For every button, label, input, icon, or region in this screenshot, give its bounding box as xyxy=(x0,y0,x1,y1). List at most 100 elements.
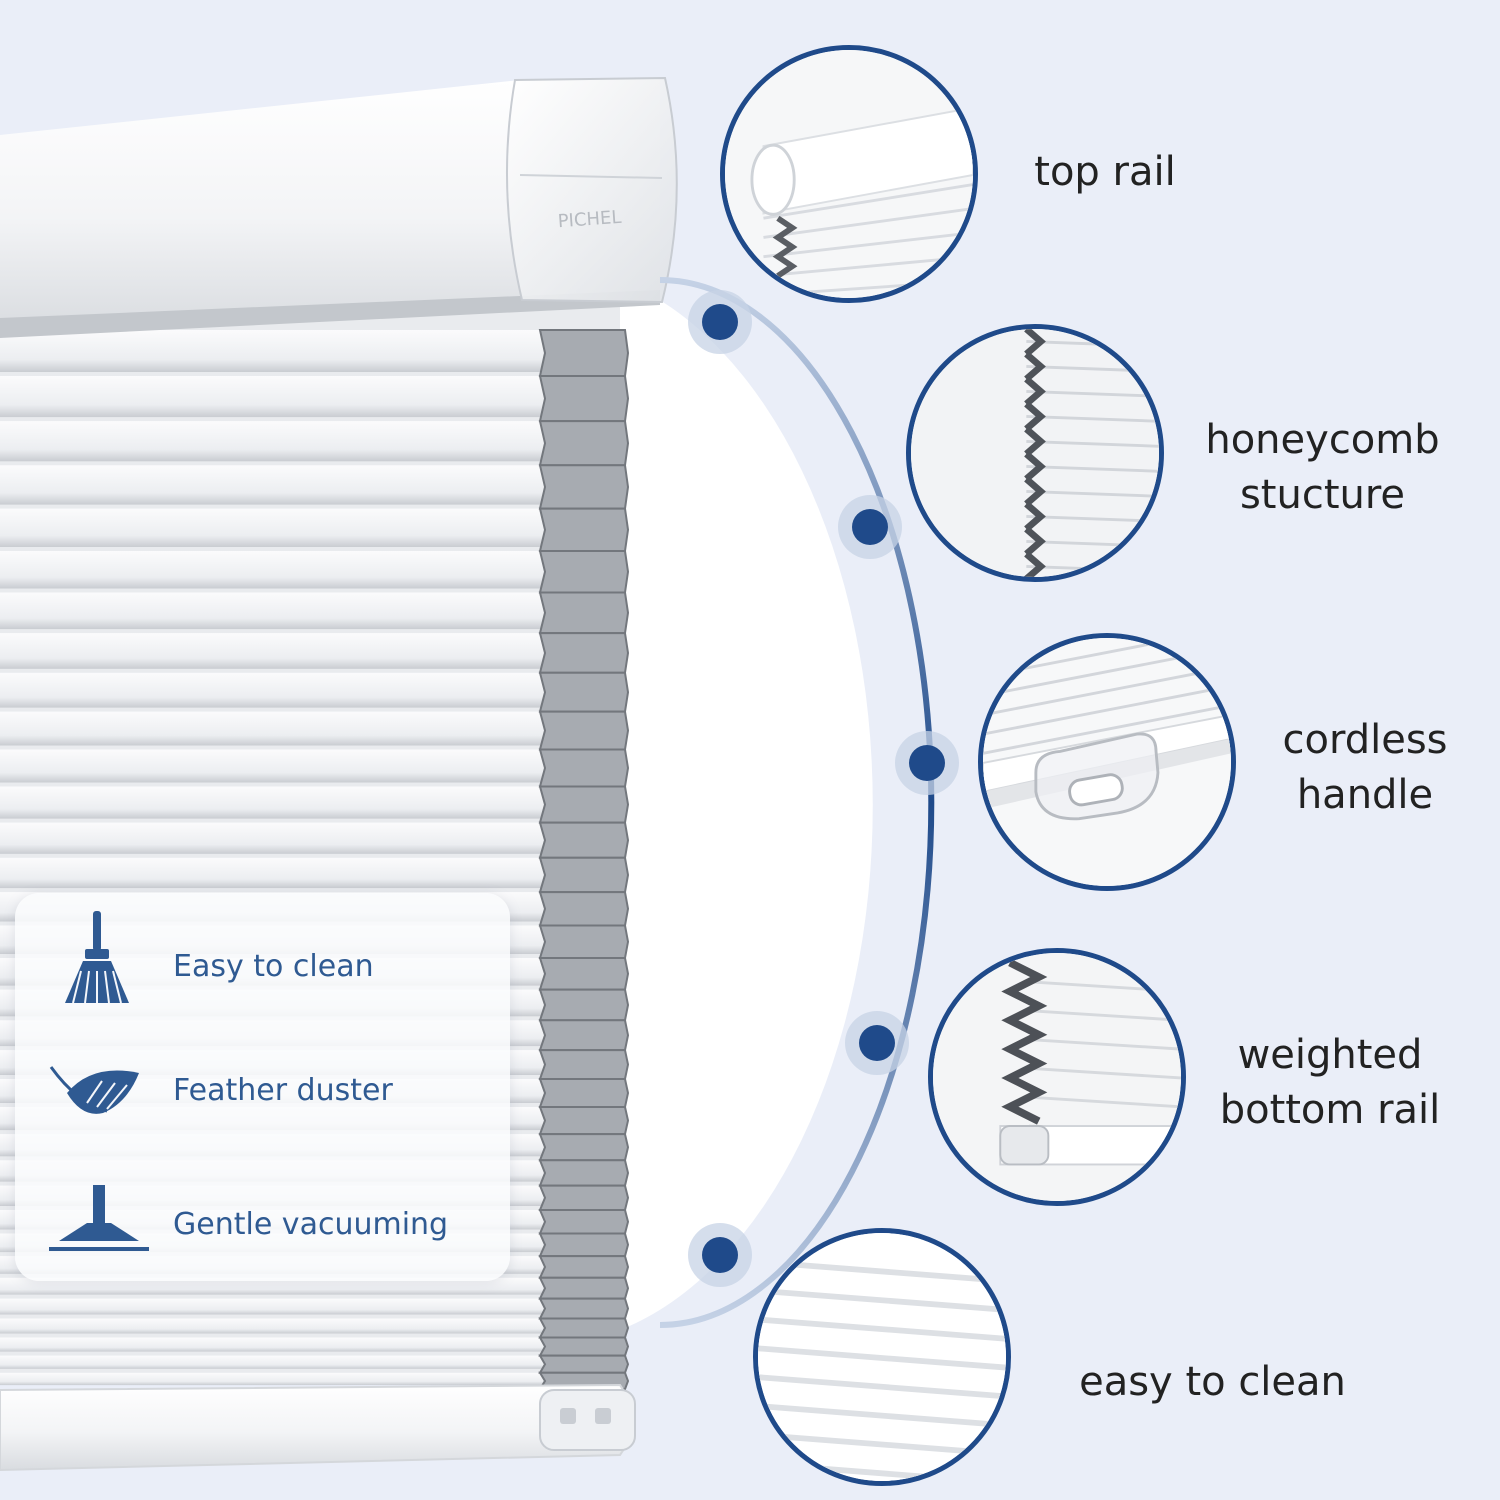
cell-line xyxy=(1026,415,1159,423)
pleat xyxy=(0,633,620,669)
pleat xyxy=(0,465,620,505)
feature-label-bottom-rail: weighted bottom rail xyxy=(1219,1032,1441,1133)
cell-edge xyxy=(1024,426,1046,457)
pleat xyxy=(0,592,620,630)
cell-edge xyxy=(1024,476,1046,507)
vacuum-icon xyxy=(49,1185,149,1251)
pleat xyxy=(0,421,620,462)
honeycomb-cell xyxy=(538,710,630,751)
arc-marker xyxy=(895,731,959,795)
honeycomb-cell xyxy=(538,957,630,991)
honeycomb-cell xyxy=(538,1049,630,1080)
honeycomb-cell xyxy=(538,1133,630,1162)
care-label-easy-to-clean: Easy to clean xyxy=(173,949,374,984)
pleat xyxy=(0,1277,620,1295)
arc-marker xyxy=(838,495,902,559)
honeycomb-cell xyxy=(538,1336,630,1357)
honeycomb-cell xyxy=(538,821,630,859)
top-rail-shadow xyxy=(0,290,660,338)
honeycomb-cell xyxy=(538,1354,630,1374)
honeycomb-cell xyxy=(538,671,630,713)
cell-edge xyxy=(1024,351,1046,382)
care-label-feather-duster: Feather duster xyxy=(173,1073,393,1108)
top-rail-detail xyxy=(720,45,978,303)
cell-line xyxy=(1026,440,1159,448)
care-label-gentle-vacuuming: Gentle vacuuming xyxy=(173,1207,449,1242)
honeycomb-cell xyxy=(538,856,630,894)
pleat xyxy=(0,1318,620,1334)
bottom-rail xyxy=(0,1383,634,1472)
cell-line xyxy=(1026,465,1159,473)
arc-marker xyxy=(688,290,752,354)
honeycomb-cell xyxy=(538,891,630,927)
pleat xyxy=(0,672,620,708)
honeycomb-cell xyxy=(538,988,630,1022)
top-rail-end-cap xyxy=(506,76,678,304)
honeycomb-cell xyxy=(538,1209,630,1235)
cell-edge xyxy=(1024,376,1046,407)
pleat xyxy=(0,749,620,783)
cell-edge xyxy=(1024,451,1046,482)
feature-label-honeycomb: honeycomb stucture xyxy=(1205,417,1440,518)
honeycomb-cell xyxy=(538,748,630,788)
pleat xyxy=(0,1337,620,1352)
end-cap-brand: PICHEL xyxy=(557,207,622,232)
bottom-rail-detail xyxy=(928,948,1186,1206)
bottom-rail-end-cap xyxy=(539,1389,636,1451)
cell-edge xyxy=(1024,551,1046,577)
cell-edge xyxy=(1024,329,1046,357)
honeycomb-cell xyxy=(538,1255,630,1279)
pleat xyxy=(0,711,620,746)
honeycomb-cell xyxy=(538,1019,630,1052)
cordless-handle-detail xyxy=(978,633,1236,891)
honeycomb-cell xyxy=(538,924,630,959)
feature-label-top-rail: top rail xyxy=(1034,149,1176,195)
pleat xyxy=(0,376,620,418)
pleat xyxy=(0,786,620,819)
honeycomb-cell xyxy=(538,1184,630,1211)
honeycomb-detail xyxy=(906,324,1164,582)
top-rail xyxy=(0,80,660,330)
honeycomb-cell xyxy=(538,1232,630,1258)
pleat xyxy=(0,1372,620,1386)
honeycomb-cell xyxy=(538,785,630,824)
pleat xyxy=(0,822,620,854)
pleat xyxy=(0,1355,620,1369)
feature-arc xyxy=(659,277,935,1328)
cell-line xyxy=(1026,490,1159,498)
cell-edge xyxy=(1024,501,1046,532)
feature-label-easy-clean: easy to clean xyxy=(1079,1359,1346,1405)
cell-edge xyxy=(1024,401,1046,432)
feature-label-cordless-handle: cordless handle xyxy=(1282,717,1448,818)
honeycomb-cell xyxy=(538,1317,630,1339)
care-instructions-panel: Easy to clean Feather duster Gentle vacu… xyxy=(15,893,510,1281)
cell-edge xyxy=(1024,526,1046,557)
honeycomb-cell xyxy=(538,1159,630,1187)
honeycomb-cell xyxy=(538,375,630,423)
honeycomb-cell xyxy=(538,632,630,674)
honeycomb-cell xyxy=(538,591,630,635)
pleat xyxy=(0,857,620,889)
honeycomb-cell xyxy=(538,1078,630,1108)
honeycomb-cell xyxy=(538,507,630,552)
broom-icon xyxy=(65,911,129,1004)
pleat xyxy=(0,508,620,547)
arc-backdrop xyxy=(620,280,873,1330)
pleat xyxy=(0,551,620,589)
pleat xyxy=(0,330,620,372)
feather-icon xyxy=(49,1066,139,1114)
pleat xyxy=(0,1298,620,1315)
honeycomb-cell xyxy=(538,550,630,594)
arc-marker xyxy=(688,1223,752,1287)
easy-clean-detail xyxy=(753,1228,1011,1486)
honeycomb-cell xyxy=(538,1276,630,1300)
honeycomb-cell xyxy=(538,1106,630,1136)
cell-line xyxy=(1026,515,1159,523)
honeycomb-cell xyxy=(538,329,630,377)
honeycomb-cell xyxy=(538,420,630,467)
arc-marker xyxy=(845,1011,909,1075)
cell-line xyxy=(1026,390,1159,398)
honeycomb-edge xyxy=(538,329,630,1391)
honeycomb-cell xyxy=(538,1297,630,1320)
honeycomb-cell xyxy=(538,464,630,510)
